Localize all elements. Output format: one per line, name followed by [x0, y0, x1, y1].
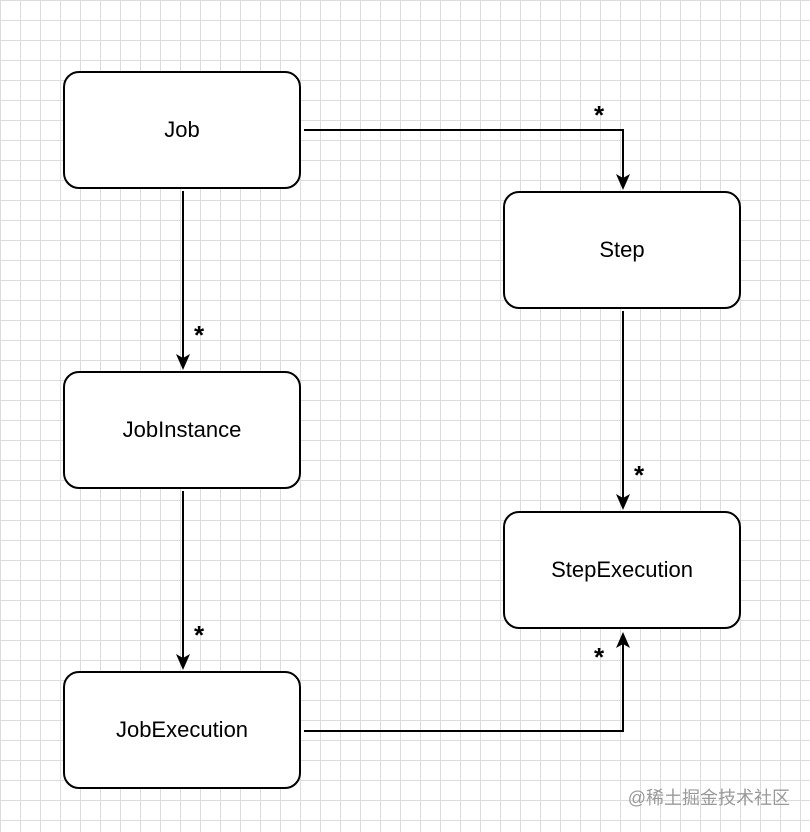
- node-step[interactable]: Step: [503, 191, 741, 309]
- watermark: @稀土掘金技术社区: [627, 788, 790, 808]
- node-job-instance-label: JobInstance: [122, 417, 242, 442]
- node-job-execution-label: JobExecution: [115, 717, 249, 742]
- multiplicity-job-to-step: *: [594, 100, 605, 130]
- node-job-execution[interactable]: JobExecution: [63, 671, 301, 789]
- node-job[interactable]: Job: [63, 71, 301, 189]
- node-step-label: Step: [599, 237, 645, 262]
- node-job-instance[interactable]: JobInstance: [63, 371, 301, 489]
- multiplicity-jobexecution-to-stepexecution: *: [594, 642, 605, 672]
- edge-job-to-step: [304, 129, 630, 190]
- edge-jobexecution-to-stepexecution: [304, 632, 630, 732]
- node-step-execution-label: StepExecution: [551, 557, 693, 582]
- multiplicity-step-to-stepexecution: *: [634, 460, 645, 490]
- multiplicity-job-to-jobinstance: *: [194, 320, 205, 350]
- node-job-label: Job: [164, 117, 200, 142]
- multiplicity-jobinstance-to-jobexecution: *: [194, 620, 205, 650]
- node-step-execution[interactable]: StepExecution: [503, 511, 741, 629]
